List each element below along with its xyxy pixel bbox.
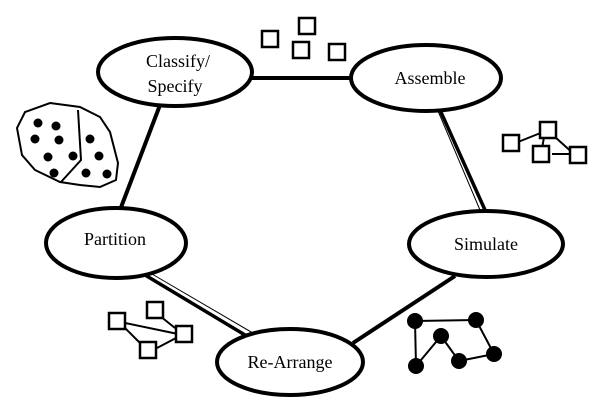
node-simulate-ellipse <box>407 209 565 279</box>
blob-dot <box>68 151 78 161</box>
edge-rearrange-partition <box>144 273 259 340</box>
node-partition-ellipse <box>44 206 188 280</box>
graph-dot <box>408 358 424 374</box>
component-square <box>174 324 194 344</box>
blob-dot <box>30 134 40 144</box>
node-partition-label: Partition <box>84 229 146 249</box>
component-square <box>327 42 347 62</box>
node-classify: Classify/ Specify <box>96 36 254 108</box>
blob-dot <box>54 135 64 145</box>
node-rearrange: Re-Arrange <box>215 327 365 397</box>
component-square <box>260 29 280 49</box>
partitioned-blob-icon <box>15 101 120 189</box>
node-classify-ellipse <box>96 36 254 108</box>
blob-dot <box>102 169 112 179</box>
component-square <box>297 16 317 36</box>
node-classify-label-line1: Classify/ <box>146 51 210 71</box>
component-square <box>291 40 311 60</box>
node-simulate-label: Simulate <box>454 234 518 254</box>
component-square <box>568 145 588 165</box>
graph-dot <box>486 346 502 362</box>
component-square <box>145 300 165 320</box>
node-assemble-ellipse <box>349 43 503 113</box>
connected-dots-graph-icon <box>407 312 502 374</box>
blob-dot <box>49 168 59 178</box>
component-square <box>531 144 551 164</box>
edge-assemble-simulate <box>437 109 487 211</box>
node-partition: Partition <box>44 206 188 280</box>
graph-dot <box>433 328 449 344</box>
edge-simulate-rearrange <box>351 274 457 345</box>
node-rearrange-ellipse <box>215 327 365 397</box>
blob-dot <box>81 168 91 178</box>
component-square <box>501 133 521 153</box>
blob-dot <box>85 134 95 144</box>
node-assemble-label: Assemble <box>395 68 466 88</box>
partition-line <box>60 109 83 183</box>
blob-dot <box>43 152 53 162</box>
component-square <box>107 311 127 331</box>
graph-dot <box>451 353 467 369</box>
graph-dot <box>468 312 484 328</box>
edges <box>118 76 487 345</box>
component-square <box>138 340 158 360</box>
blob-dot <box>33 118 43 128</box>
edge-partition-classify <box>118 104 162 211</box>
connected-squares-left-icon <box>107 300 194 360</box>
connected-squares-right-icon <box>501 120 588 165</box>
graph-dot <box>407 313 423 329</box>
node-rearrange-label: Re-Arrange <box>248 352 333 372</box>
component-square <box>538 120 558 140</box>
blob-dot <box>51 121 61 131</box>
node-simulate: Simulate <box>407 209 565 279</box>
blob-dot <box>94 151 104 161</box>
node-classify-label-line2: Specify <box>148 76 203 96</box>
loose-components-icon <box>260 16 347 62</box>
node-assemble: Assemble <box>349 43 503 113</box>
